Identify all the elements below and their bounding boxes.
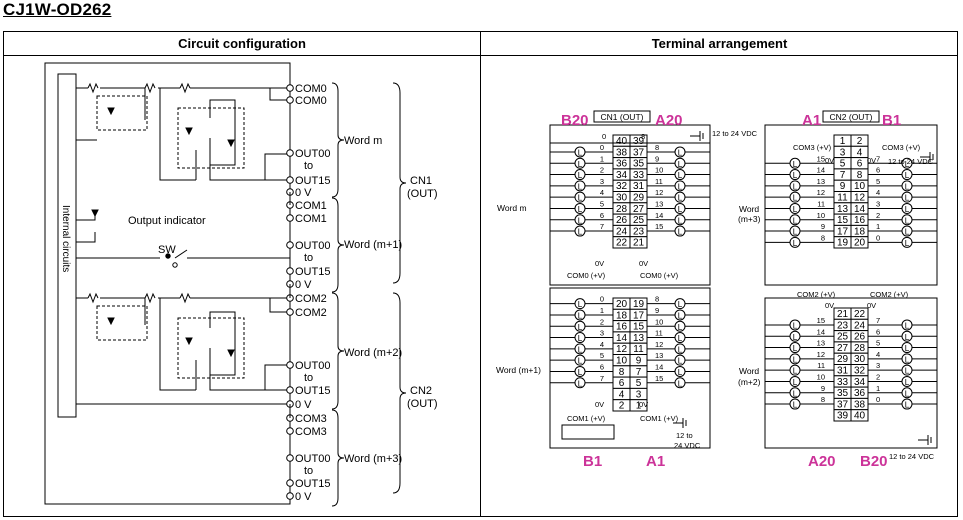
cn1-label: CN1 bbox=[410, 175, 432, 187]
terminal-label: OUT15 bbox=[295, 266, 330, 278]
terminal-label: OUT15 bbox=[295, 478, 330, 490]
terminal-label: OUT00 bbox=[295, 453, 330, 465]
terminal-label: COM3 bbox=[295, 426, 327, 438]
column-divider bbox=[480, 31, 481, 517]
terminal-label: 0 V bbox=[295, 399, 312, 411]
cn2-sub-label: (OUT) bbox=[407, 398, 438, 410]
terminal-circle bbox=[286, 214, 294, 222]
terminal-label: 0 V bbox=[295, 491, 312, 503]
terminal-label: COM2 bbox=[295, 293, 327, 305]
terminal-circle bbox=[286, 492, 294, 500]
terminal-label: COM1 bbox=[295, 213, 327, 225]
terminal-circle bbox=[286, 176, 294, 184]
terminal-label: to bbox=[304, 465, 313, 477]
terminal-label: to bbox=[304, 160, 313, 172]
page-title: CJ1W-OD262 bbox=[3, 0, 112, 19]
terminal-arrangement-header: Terminal arrangement bbox=[481, 31, 958, 56]
word-label: Word (m+3) bbox=[344, 453, 402, 465]
terminal-circle bbox=[286, 267, 294, 275]
sw-label: SW bbox=[158, 244, 176, 256]
terminal-circle bbox=[286, 149, 294, 157]
terminal-label: COM2 bbox=[295, 307, 327, 319]
terminal-label: COM0 bbox=[295, 83, 327, 95]
terminal-circle bbox=[286, 96, 294, 104]
terminal-circle bbox=[286, 454, 294, 462]
terminal-circle bbox=[286, 241, 294, 249]
terminal-circle bbox=[286, 361, 294, 369]
terminal-label: OUT00 bbox=[295, 360, 330, 372]
output-indicator-label: Output indicator bbox=[128, 215, 206, 227]
terminal-circle bbox=[286, 308, 294, 316]
word-label: Word m bbox=[344, 135, 382, 147]
cn1-sub-label: (OUT) bbox=[407, 188, 438, 200]
terminal-label: COM0 bbox=[295, 95, 327, 107]
terminal-label: 0 V bbox=[295, 279, 312, 291]
terminal-label: OUT15 bbox=[295, 385, 330, 397]
terminal-circle bbox=[286, 386, 294, 394]
terminal-label: OUT00 bbox=[295, 148, 330, 160]
terminal-circle bbox=[286, 479, 294, 487]
internal-circuits-label: Internal circuits bbox=[60, 205, 71, 272]
circuit-configuration-header: Circuit configuration bbox=[3, 31, 481, 56]
word-label: Word (m+2) bbox=[344, 347, 402, 359]
terminal-circle bbox=[286, 84, 294, 92]
terminal-label: COM1 bbox=[295, 200, 327, 212]
terminal-label: to bbox=[304, 372, 313, 384]
terminal-label: COM3 bbox=[295, 413, 327, 425]
terminal-label: OUT00 bbox=[295, 240, 330, 252]
terminal-label: to bbox=[304, 252, 313, 264]
terminal-label: OUT15 bbox=[295, 175, 330, 187]
terminal-circle bbox=[286, 427, 294, 435]
cn2-label: CN2 bbox=[410, 385, 432, 397]
terminal-label: 0 V bbox=[295, 187, 312, 199]
word-label: Word (m+1) bbox=[344, 239, 402, 251]
